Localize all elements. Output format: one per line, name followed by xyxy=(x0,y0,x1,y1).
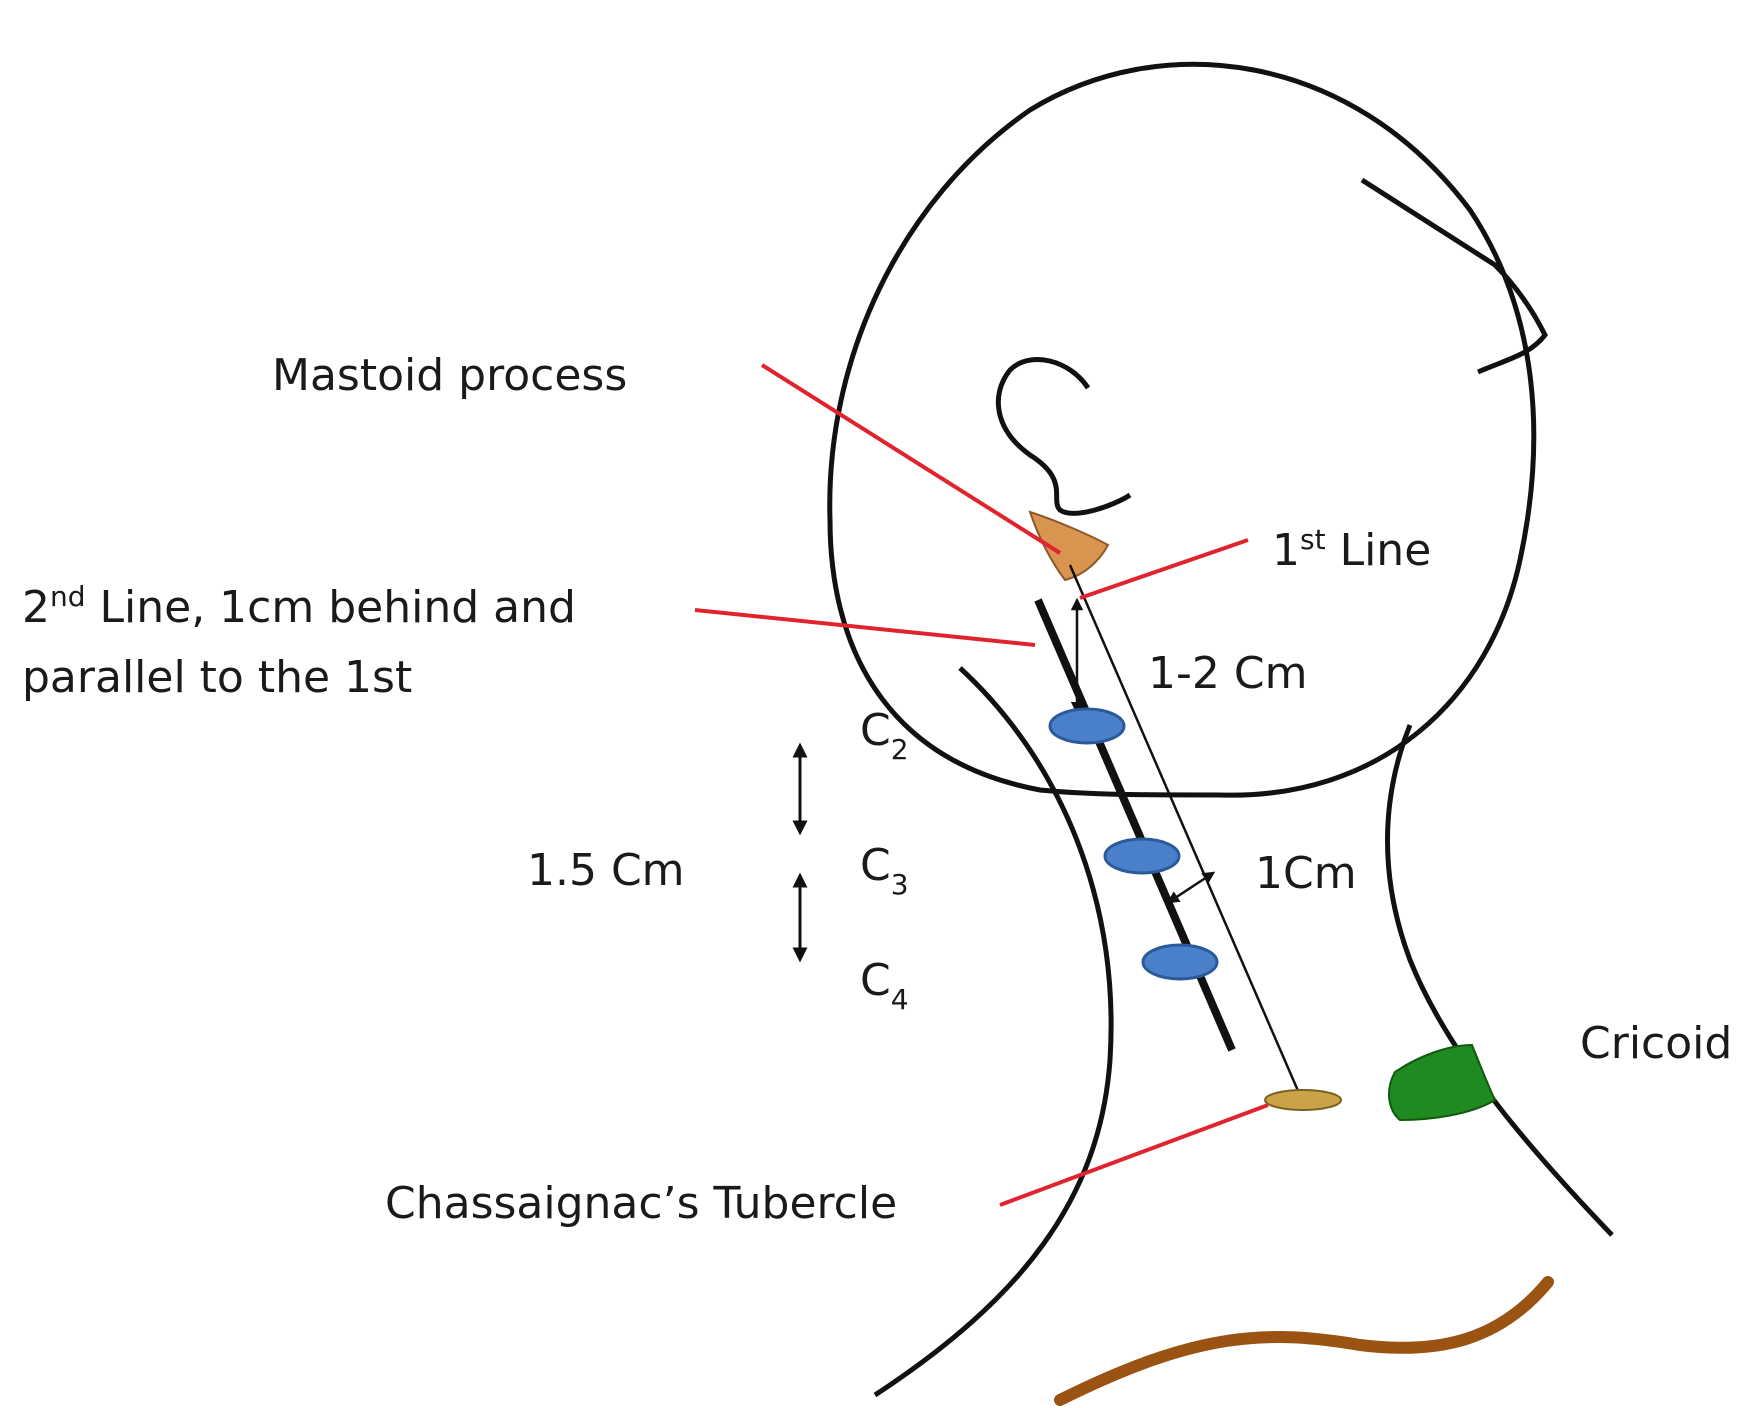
label-1-5-cm: 1.5 Cm xyxy=(527,845,685,896)
mastoid-process-shape xyxy=(1030,512,1108,580)
label-cricoid: Cricoid xyxy=(1580,1018,1732,1069)
face-profile xyxy=(1362,180,1545,372)
label-second-line: 2nd Line, 1cm behind and xyxy=(22,580,576,633)
clavicle-curve xyxy=(1060,1282,1548,1400)
label-second-line-cont: parallel to the 1st xyxy=(22,652,412,703)
vertebra-c4 xyxy=(1143,945,1217,979)
label-first-line: 1st Line xyxy=(1272,523,1431,576)
pointer-chassaignac xyxy=(1000,1105,1268,1205)
arrow-1cm xyxy=(1172,875,1210,900)
pointer-second-line xyxy=(695,610,1035,645)
vertebra-c3 xyxy=(1105,839,1179,873)
label-c4: C4 xyxy=(860,955,909,1016)
label-1-cm: 1Cm xyxy=(1255,848,1357,899)
label-c3: C3 xyxy=(860,840,909,901)
first-line xyxy=(1070,565,1302,1100)
label-c2: C2 xyxy=(860,705,909,766)
label-mastoid-process: Mastoid process xyxy=(272,350,627,401)
ear-outline xyxy=(998,360,1130,514)
neck-front-outline xyxy=(1388,725,1613,1235)
pointer-mastoid xyxy=(762,365,1060,553)
cricoid-shape xyxy=(1389,1045,1495,1120)
label-chassaignac-tubercle: Chassaignac’s Tubercle xyxy=(385,1178,897,1229)
vertebra-c2 xyxy=(1050,709,1124,743)
chassaignac-tubercle-shape xyxy=(1265,1090,1341,1110)
label-1-2-cm: 1-2 Cm xyxy=(1148,648,1307,699)
